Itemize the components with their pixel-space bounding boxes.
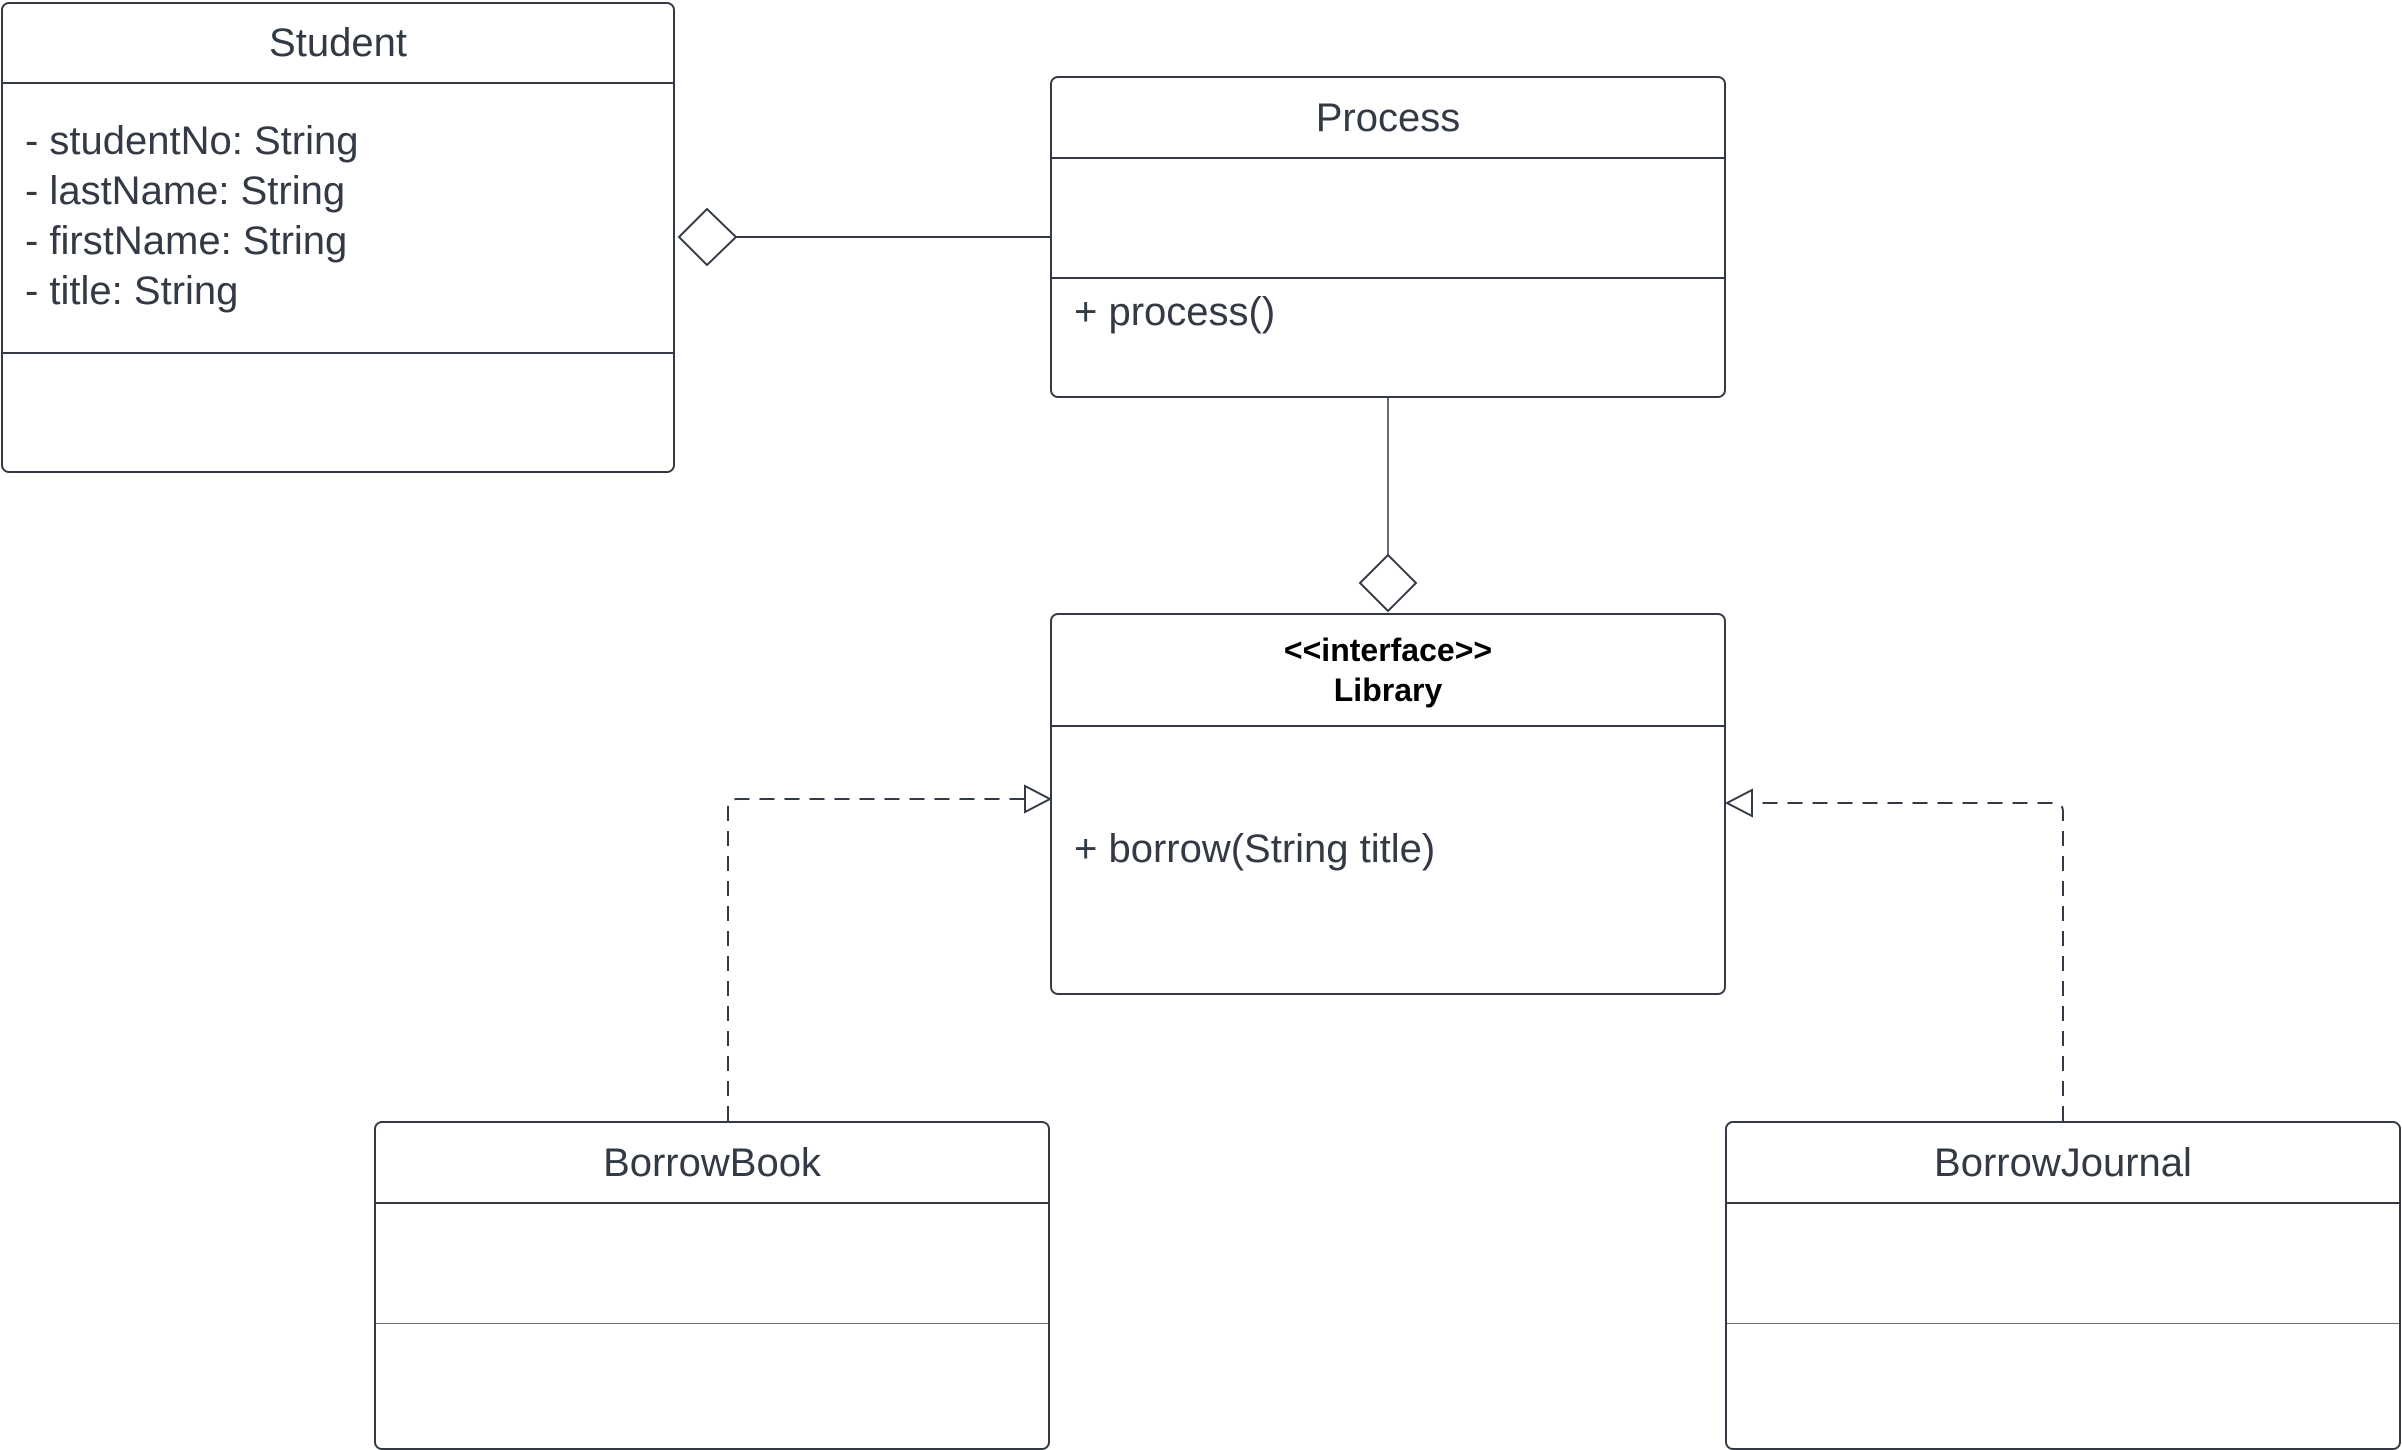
interface-library-stereotype: <<interface>> xyxy=(1283,632,1493,668)
interface-library-name: Library xyxy=(1333,672,1443,708)
class-student-attributes: - studentNo: String - lastName: String -… xyxy=(3,84,673,354)
class-process-header: Process xyxy=(1052,78,1724,159)
class-borrowjournal-methods xyxy=(1727,1324,2399,1448)
interface-library-header: <<interface>> Library xyxy=(1052,615,1724,727)
attribute-last-name: - lastName: String xyxy=(25,169,346,213)
class-student-name: Student xyxy=(269,21,407,65)
class-borrowbook-attributes xyxy=(376,1204,1048,1324)
class-borrowjournal-header: BorrowJournal xyxy=(1727,1123,2399,1204)
class-borrowjournal-name: BorrowJournal xyxy=(1934,1140,2192,1185)
class-borrowbook-header: BorrowBook xyxy=(376,1123,1048,1204)
realization-arrowhead-borrowbook xyxy=(1024,784,1053,814)
realization-line-borrowjournal xyxy=(1752,802,2064,1121)
class-student[interactable]: Student - studentNo: String - lastName: … xyxy=(1,2,675,473)
interface-library-methods: + borrow(String title) xyxy=(1052,727,1724,993)
class-student-header: Student xyxy=(3,4,673,84)
class-borrowjournal[interactable]: BorrowJournal xyxy=(1725,1121,2401,1450)
class-borrowbook-name: BorrowBook xyxy=(603,1140,821,1185)
interface-library[interactable]: <<interface>> Library + borrow(String ti… xyxy=(1050,613,1726,995)
class-process[interactable]: Process + process() xyxy=(1050,76,1726,398)
class-process-attributes xyxy=(1052,159,1724,279)
method-borrow: + borrow(String title) xyxy=(1074,827,1436,871)
class-borrowbook[interactable]: BorrowBook xyxy=(374,1121,1050,1450)
class-borrowjournal-attributes xyxy=(1727,1204,2399,1324)
attribute-first-name: - firstName: String xyxy=(25,219,348,263)
aggregation-diamond-library xyxy=(1358,553,1418,613)
attribute-student-no: - studentNo: String xyxy=(25,119,359,163)
aggregation-diamond-student xyxy=(677,207,738,267)
method-process: + process() xyxy=(1074,290,1276,334)
attribute-title: - title: String xyxy=(25,269,239,313)
realization-arrowhead-borrowjournal xyxy=(1724,788,1753,818)
class-borrowbook-methods xyxy=(376,1324,1048,1448)
realization-line-borrowbook xyxy=(727,798,1025,1121)
class-process-methods: + process() xyxy=(1052,279,1724,396)
class-process-name: Process xyxy=(1315,95,1461,140)
class-student-methods xyxy=(3,354,673,471)
